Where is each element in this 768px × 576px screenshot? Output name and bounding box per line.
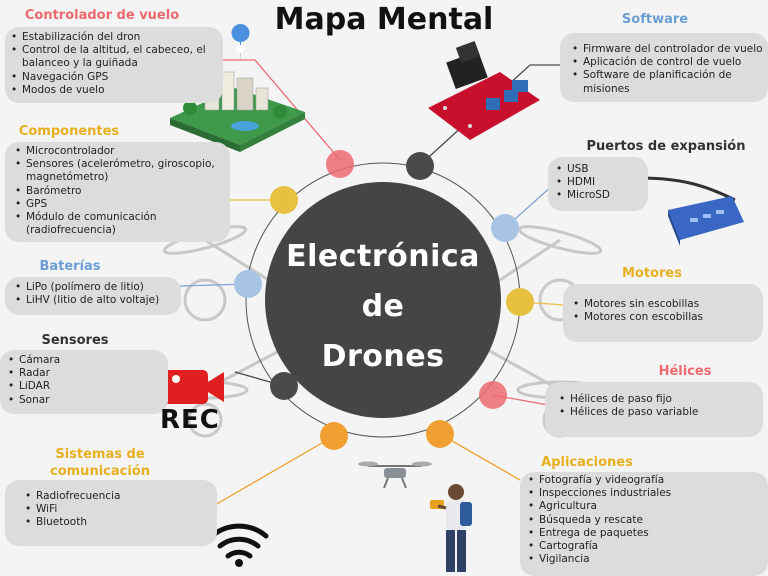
list-item: misiones (583, 82, 630, 95)
list-controlador: Estabilización del dron Control de la al… (11, 31, 219, 97)
list-item: Bluetooth (25, 516, 213, 529)
list-item: HDMI (556, 176, 644, 189)
hub-label-line3: Drones (321, 339, 445, 374)
hub-label-line1: Electrónica (286, 239, 480, 274)
heading-motores: Motores (622, 266, 682, 281)
list-item: Sonar (8, 394, 164, 407)
hub-label: Electrónica de Drones (263, 232, 503, 382)
dot-software (406, 152, 434, 180)
box-baterias: LiPo (polímero de litio) LiHV (litio de … (5, 277, 181, 315)
box-helices: Hélices de paso fijo Hélices de paso var… (545, 382, 763, 437)
heading-comunicacion-line1: Sistemas de (55, 447, 145, 462)
heading-controlador: Controlador de vuelo (24, 8, 180, 23)
list-item: Módulo de comunicación (15, 211, 226, 224)
list-comunicacion: Radiofrecuencia WiFi Bluetooth (25, 490, 213, 530)
pilot-person-icon (430, 484, 472, 572)
usb-hub-icon (632, 172, 744, 246)
list-item: LiHV (litio de alto voltaje) (15, 294, 177, 307)
rec-label: REC (160, 405, 220, 435)
box-comunicacion: Radiofrecuencia WiFi Bluetooth (5, 480, 217, 546)
list-item: Agricultura (528, 500, 764, 513)
heading-baterias: Baterías (39, 259, 101, 274)
list-item: Hélices de paso fijo (559, 393, 759, 406)
dot-componentes (270, 186, 298, 214)
heading-aplicaciones: Aplicaciones (541, 455, 633, 470)
box-componentes: Microcontrolador Sensores (acelerómetro,… (5, 142, 230, 242)
list-item: Control de la altitud, el cabeceo, el (11, 44, 219, 57)
box-software: Firmware del controlador de vuelo Aplica… (560, 33, 768, 102)
list-componentes: Microcontrolador Sensores (acelerómetro,… (15, 145, 226, 237)
list-sensores: Cámara Radar LiDAR Sonar (8, 354, 164, 407)
list-item: Hélices de paso variable (559, 406, 759, 419)
list-software: Firmware del controlador de vuelo Aplica… (572, 43, 764, 96)
list-item: USB (556, 163, 644, 176)
list-item: Aplicación de control de vuelo (572, 56, 764, 69)
list-item: balanceo y la guiñada (22, 57, 138, 70)
list-item: LiDAR (8, 380, 164, 393)
list-item: Modos de vuelo (11, 84, 219, 97)
list-item: Entrega de paquetes (528, 527, 764, 540)
list-item: (radiofrecuencia) (26, 224, 116, 237)
list-item: Cartografía (528, 540, 764, 553)
list-item: Búsqueda y rescate (528, 514, 764, 527)
list-item: Cámara (8, 354, 164, 367)
box-puertos: USB HDMI MicroSD (548, 157, 648, 211)
connector-aplicaciones (439, 433, 521, 481)
list-puertos: USB HDMI MicroSD (556, 163, 644, 203)
box-motores: Motores sin escobillas Motores con escob… (563, 284, 763, 342)
heading-comunicacion-line2: comunicación (50, 464, 150, 479)
box-sensores: Cámara Radar LiDAR Sonar (0, 350, 168, 414)
list-item: Barómetro (15, 185, 226, 198)
page-title: Mapa Mental (274, 2, 494, 37)
dot-motores (506, 288, 534, 316)
drone-small-icon (358, 461, 432, 489)
heading-software: Software (621, 12, 689, 27)
list-item: Motores sin escobillas (573, 298, 759, 311)
hub-circle (265, 182, 501, 418)
connector-comunicacion (214, 435, 335, 506)
connector-software (419, 64, 565, 166)
dot-controlador (326, 150, 354, 178)
video-camera-icon (162, 370, 224, 404)
list-item: Sensores (acelerómetro, giroscopio, (15, 158, 226, 171)
list-baterias: LiPo (polímero de litio) LiHV (litio de … (15, 281, 177, 308)
list-item: Estabilización del dron (11, 31, 219, 44)
dot-baterias (234, 270, 262, 298)
dot-aplicaciones (426, 420, 454, 448)
list-item: Inspecciones industriales (528, 487, 764, 500)
box-aplicaciones: Fotografía y videografía Inspecciones in… (520, 472, 768, 576)
list-item: Fotografía y videografía (528, 474, 764, 487)
dot-puertos (491, 214, 519, 242)
list-item: Motores con escobillas (573, 311, 759, 324)
list-item: GPS (15, 198, 226, 211)
list-item: MicroSD (556, 189, 644, 202)
list-motores: Motores sin escobillas Motores con escob… (573, 298, 759, 325)
list-item: Software de planificación de (572, 69, 764, 82)
circuit-board-icon (428, 41, 540, 140)
box-controlador: Estabilización del dron Control de la al… (5, 27, 223, 103)
list-helices: Hélices de paso fijo Hélices de paso var… (559, 393, 759, 420)
list-item: LiPo (polímero de litio) (15, 281, 177, 294)
list-item: WiFi (25, 503, 213, 516)
heading-puertos: Puertos de expansión (586, 139, 746, 154)
dot-helices (479, 381, 507, 409)
list-item: magnetómetro) (26, 171, 109, 184)
list-item: Firmware del controlador de vuelo (572, 43, 764, 56)
dot-comunicacion (320, 422, 348, 450)
wifi-icon (209, 523, 269, 567)
heading-helices: Hélices (658, 364, 712, 379)
list-item: Vigilancia (528, 553, 764, 566)
list-item: Radar (8, 367, 164, 380)
dot-sensores (270, 372, 298, 400)
hub-label-line2: de (361, 289, 405, 324)
list-item: Radiofrecuencia (25, 490, 213, 503)
list-aplicaciones: Fotografía y videografía Inspecciones in… (528, 474, 764, 567)
heading-sensores: Sensores (41, 333, 109, 348)
list-item: Microcontrolador (15, 145, 226, 158)
heading-comunicacion: Sistemas de comunicación (20, 446, 180, 480)
list-item: Navegación GPS (11, 71, 219, 84)
heading-componentes: Componentes (18, 124, 120, 139)
